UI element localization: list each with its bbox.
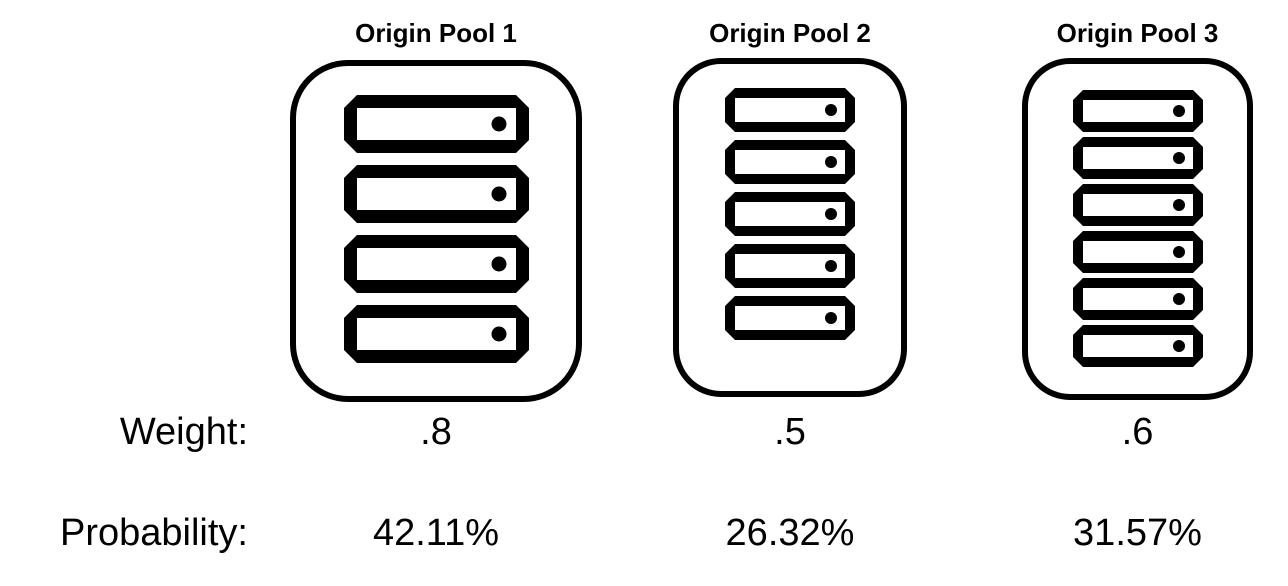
- server-icon: [1072, 137, 1203, 179]
- server-icon: [343, 165, 529, 223]
- server-icon: [725, 192, 855, 236]
- server-icon: [1072, 90, 1203, 132]
- origin-pool-2: Origin Pool 2 .5 26.32%: [673, 0, 907, 586]
- server-icon: [725, 296, 855, 340]
- pool-3-title: Origin Pool 3: [1056, 18, 1219, 48]
- server-icon: [725, 88, 855, 132]
- server-icon: [1072, 278, 1203, 320]
- server-icon: [725, 140, 855, 184]
- pool-2-weight-value: .5: [774, 411, 806, 453]
- pool-3-weight-value: .6: [1121, 411, 1154, 453]
- server-icon: [1072, 184, 1203, 226]
- pool-2-probability-value: 26.32%: [725, 512, 855, 554]
- server-icon: [725, 244, 855, 288]
- pool-3-probability-value: 31.57%: [1073, 512, 1202, 554]
- pool-1-title: Origin Pool 1: [355, 18, 517, 48]
- weight-row-label: Weight:: [119, 411, 248, 453]
- server-icon: [1072, 325, 1203, 367]
- pool-1-probability-value: 42.11%: [372, 512, 500, 554]
- probability-row-label: Probability:: [60, 512, 248, 554]
- pool-1-weight-value: .8: [420, 411, 452, 453]
- server-icon: [343, 305, 529, 363]
- pool-1-server-rack: [290, 60, 582, 402]
- server-icon: [343, 95, 529, 153]
- server-icon: [343, 235, 529, 293]
- pool-2-server-rack: [673, 58, 907, 397]
- pool-2-title: Origin Pool 2: [709, 18, 871, 48]
- pool-3-server-rack: [1022, 58, 1253, 400]
- server-icon: [1072, 231, 1203, 273]
- origin-pool-1: Origin Pool 1 .8 42.11%: [290, 0, 582, 586]
- origin-pool-3: Origin Pool 3 .6 31.57%: [1022, 0, 1253, 586]
